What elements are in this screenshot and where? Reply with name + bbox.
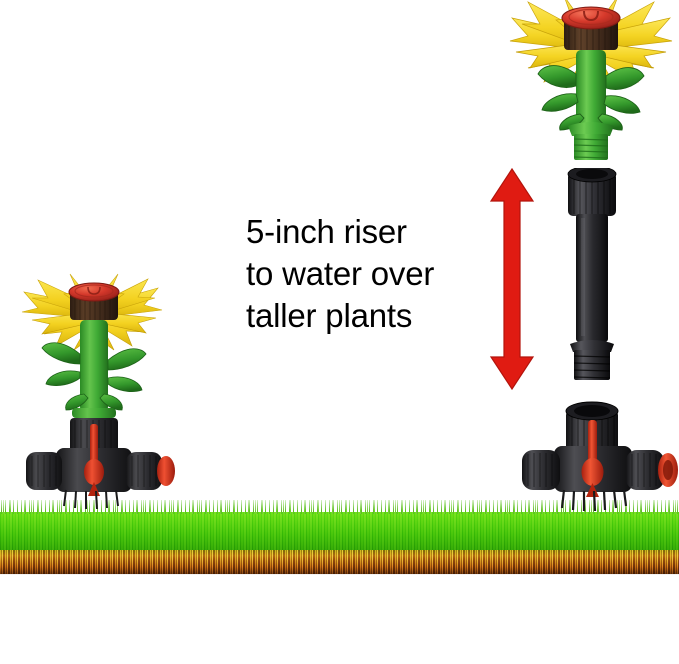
green-stem [80, 320, 108, 412]
sprinkler-nozzle-hub [561, 6, 621, 50]
grass-blade-tips [0, 500, 679, 514]
soil-layer [0, 570, 679, 664]
hose-gasket [157, 456, 175, 486]
callout-text: 5-inch riser to water over taller plants [246, 213, 435, 334]
valve-lever [581, 420, 604, 497]
riser-top-collar [567, 168, 617, 216]
thatch-layer [0, 546, 679, 574]
nozzle-slot [583, 10, 599, 22]
green-stem [576, 50, 606, 128]
sprinkler-nozzle-hub [68, 282, 120, 320]
valve-base [26, 424, 175, 510]
height-difference-arrow [487, 165, 539, 398]
stem-leaves [537, 65, 645, 131]
riser-shaft [576, 214, 608, 342]
nozzle-slot [87, 286, 101, 295]
riser-flower-head [498, 0, 679, 172]
grass-layer [0, 512, 679, 550]
stem-leaves [41, 342, 147, 411]
base-spikes [560, 489, 628, 512]
riser-bottom-thread [570, 340, 614, 380]
right-hose-cap [626, 450, 664, 490]
standard-sprinkler [8, 272, 188, 522]
riser-tube [556, 168, 628, 390]
left-hose-cap [522, 450, 560, 490]
riser-valve-base [518, 398, 679, 522]
base-spikes [63, 489, 119, 510]
green-threaded-connector [568, 122, 614, 160]
